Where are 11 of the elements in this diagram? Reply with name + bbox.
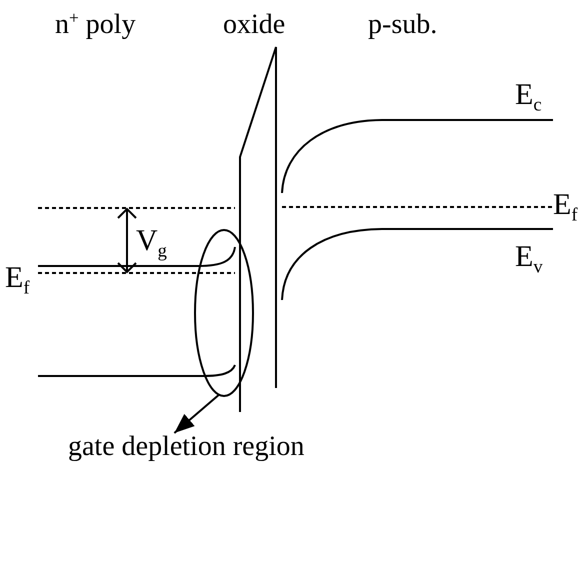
energy-level-label: E$_{f}$ [5,263,30,300]
leader-arrow [174,394,220,434]
ellipse-outline [194,229,254,397]
energy-level-label: E$_{v}$ [515,242,543,280]
energy-level-label: E$_{c}$ [515,80,542,118]
region-label: p-sub. [368,11,438,42]
energy-level-label: E$_{f}$ [553,190,578,228]
region-label: oxide [223,11,286,42]
region-label: n$^{+}$ poly [55,11,136,42]
voltage-label: V$_{g}$ [136,226,167,264]
callout-label: gate depletion region [68,433,304,464]
